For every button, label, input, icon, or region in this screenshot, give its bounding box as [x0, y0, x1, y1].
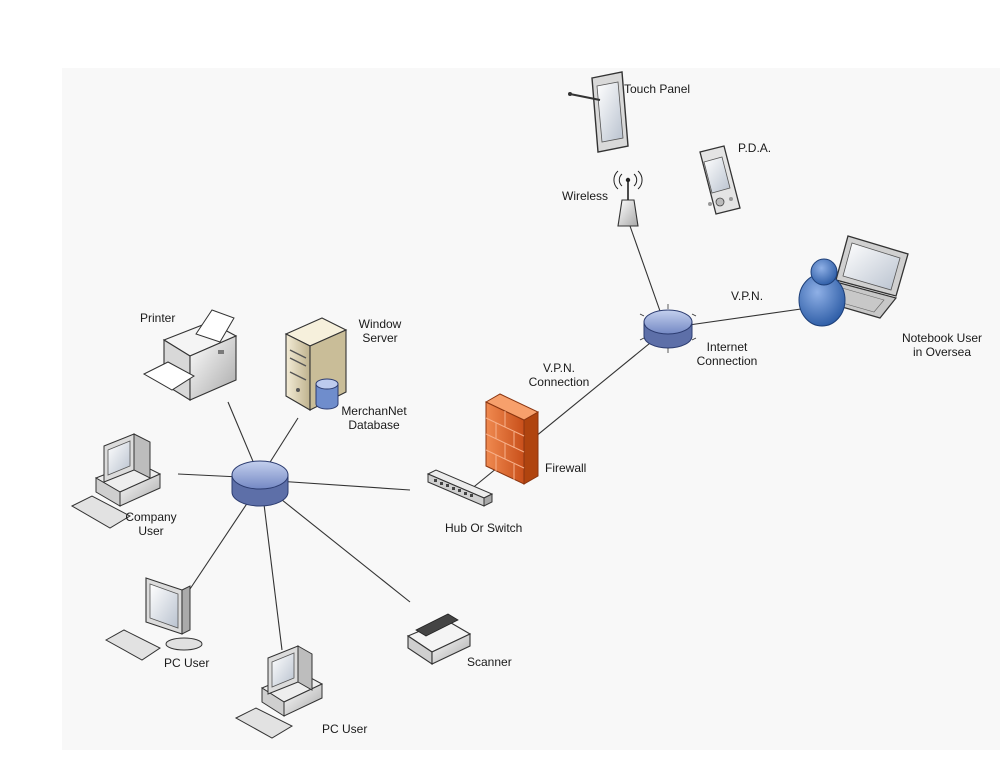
pc-user-1-monitor-icon[interactable] — [104, 577, 203, 661]
notebook-user-icon[interactable] — [798, 235, 909, 327]
label-window-server-line1: Window — [358, 317, 402, 331]
pda-icon[interactable] — [699, 145, 741, 215]
link-hub-scanner — [261, 483, 411, 603]
label-wireless: Wireless — [562, 189, 609, 203]
wireless-antenna-icon[interactable] — [613, 170, 643, 227]
label-internet-connection: Internet Connection — [688, 340, 766, 368]
label-pda: P.D.A. — [738, 141, 772, 155]
internet-router-icon[interactable] — [639, 304, 697, 353]
label-company-user-line2: User — [138, 524, 164, 538]
firewall-icon[interactable] — [484, 393, 540, 485]
label-hub-or-switch: Hub Or Switch — [445, 521, 523, 535]
label-company-user: Company User — [120, 510, 182, 538]
touch-panel-icon[interactable] — [568, 71, 629, 153]
label-window-server-line2: Server — [362, 331, 398, 345]
label-vpn: V.P.N. — [731, 289, 764, 303]
label-firewall: Firewall — [545, 461, 587, 475]
scanner-icon[interactable] — [406, 613, 472, 666]
label-internet-connection-line1: Internet — [706, 340, 748, 354]
central-hub-icon[interactable] — [231, 460, 289, 507]
label-merchannet-database-line2: Database — [348, 418, 400, 432]
label-merchannet-database-line1: MerchanNet — [341, 404, 407, 418]
label-notebook-user-line2: in Oversea — [912, 345, 972, 359]
label-touch-panel: Touch Panel — [624, 82, 691, 96]
label-notebook-user-line1: Notebook User — [901, 331, 983, 345]
label-scanner: Scanner — [467, 655, 512, 669]
company-user-workstation-icon[interactable] — [70, 433, 162, 529]
label-merchannet-database: MerchanNet Database — [336, 404, 412, 432]
printer-icon[interactable] — [142, 309, 238, 401]
label-notebook-user: Notebook User in Oversea — [896, 331, 988, 359]
switch-icon[interactable] — [426, 469, 494, 507]
label-company-user-line1: Company — [125, 510, 177, 524]
label-vpn-connection: V.P.N. Connection — [520, 361, 598, 389]
label-internet-connection-line2: Connection — [696, 354, 758, 368]
label-printer: Printer — [140, 311, 176, 325]
label-vpn-connection-line1: V.P.N. — [542, 361, 576, 375]
label-pc-user-1: PC User — [164, 656, 210, 670]
label-pc-user-2: PC User — [322, 722, 368, 736]
label-vpn-connection-line2: Connection — [528, 375, 590, 389]
label-window-server: Window Server — [350, 317, 410, 345]
link-hub-pc-user-2 — [261, 487, 283, 651]
database-icon[interactable] — [315, 378, 339, 410]
pc-user-2-workstation-icon[interactable] — [234, 645, 324, 739]
